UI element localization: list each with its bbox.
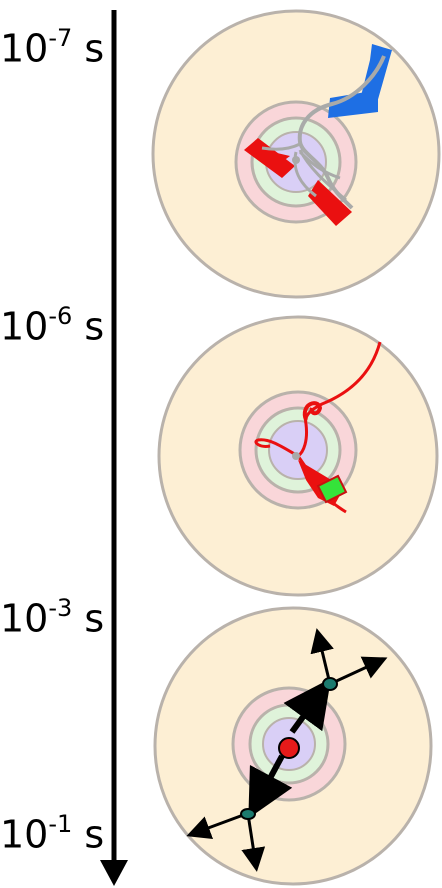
panel-1e-3 — [155, 608, 431, 884]
teal-species-marker — [323, 678, 337, 690]
core-region — [269, 421, 327, 479]
red-core-marker — [279, 738, 299, 758]
gray-vertex — [292, 156, 300, 164]
panel-1e-7 — [153, 11, 439, 297]
gray-vertex — [292, 452, 300, 460]
time-axis-arrowhead — [100, 860, 128, 886]
panel-1e-6 — [159, 317, 437, 595]
teal-species-marker — [241, 809, 255, 819]
